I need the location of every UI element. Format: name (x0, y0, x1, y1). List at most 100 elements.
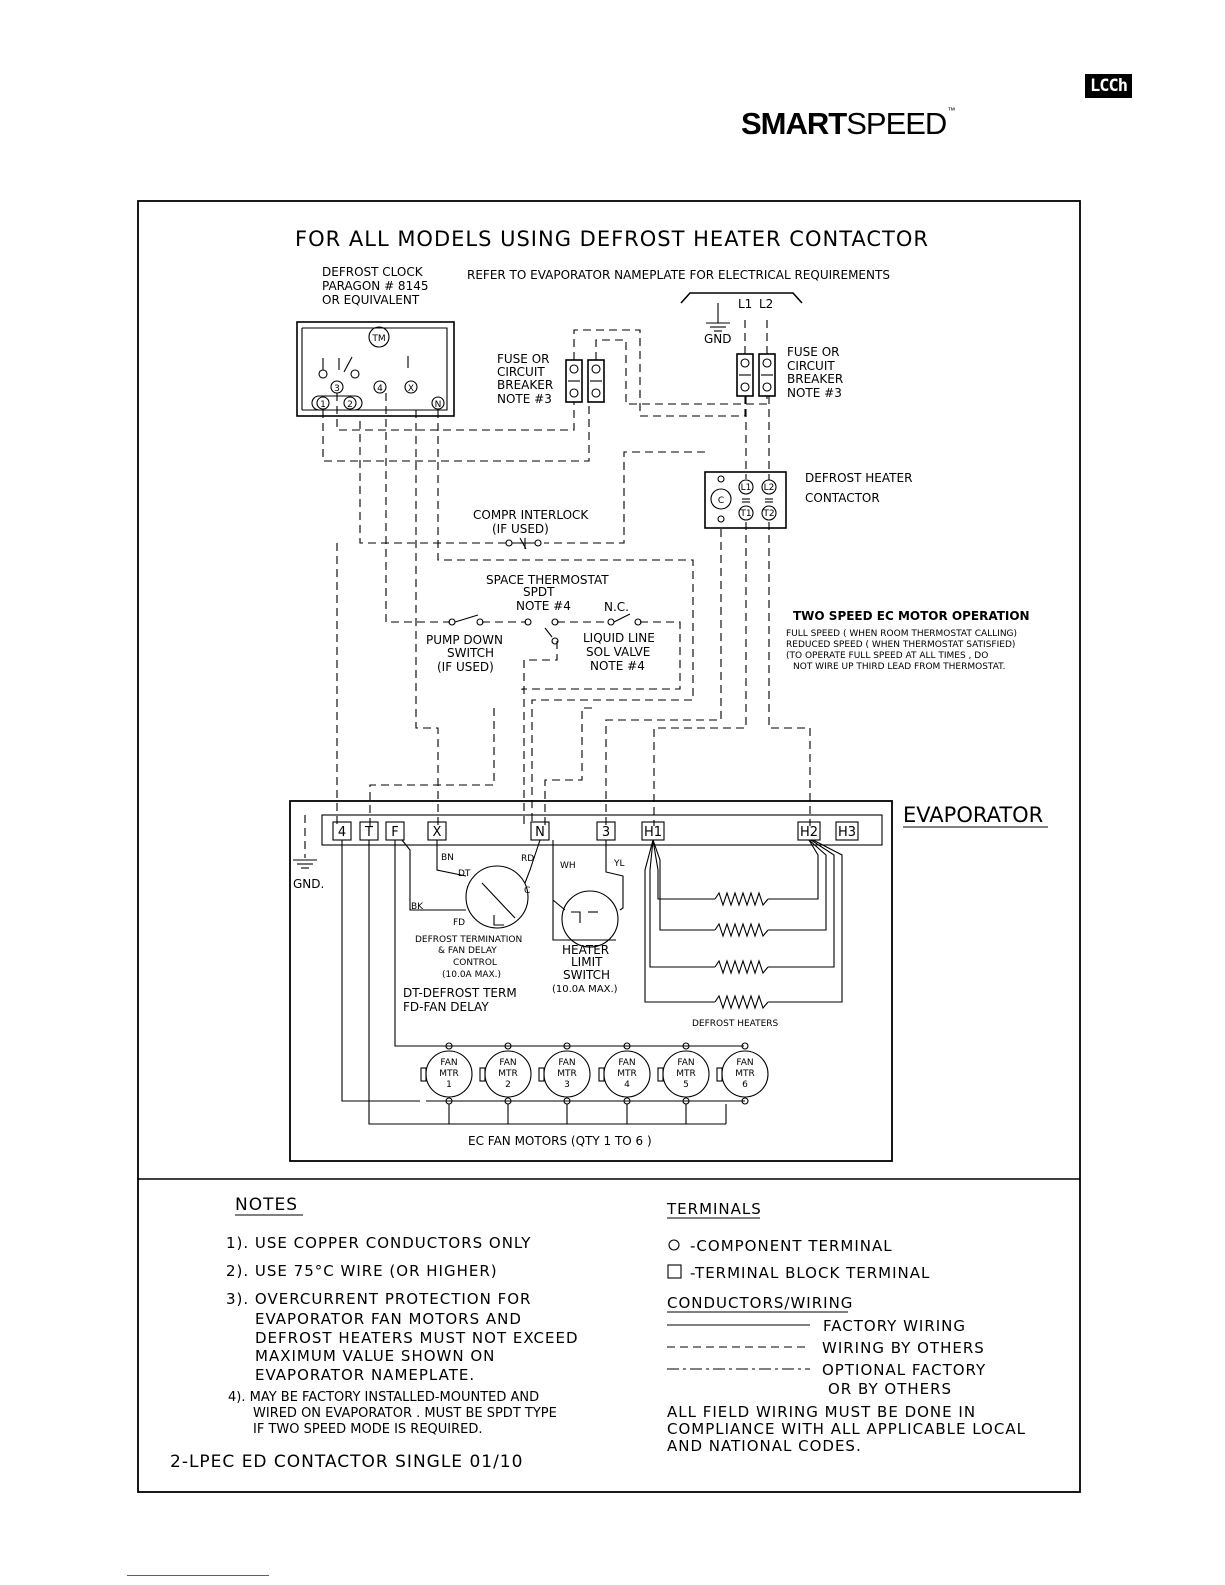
svg-text:TWO SPEED EC MOTOR OPERATION: TWO SPEED EC MOTOR OPERATION (793, 609, 1030, 623)
notes-section: NOTES 1). USE COPPER CONDUCTORS ONLY 2).… (170, 1195, 579, 1472)
fan-motors: FAN MTR 1 FAN MTR 2 FAN MTR 3 FAN MTR 4 (420, 1042, 769, 1148)
svg-text:1: 1 (320, 400, 326, 410)
svg-text:FACTORY WIRING: FACTORY WIRING (823, 1317, 966, 1335)
terminals-heading: TERMINALS (666, 1200, 762, 1218)
svg-text:REDUCED SPEED ( WHEN THERMOSTA: REDUCED SPEED ( WHEN THERMOSTAT SATISFIE… (786, 640, 1015, 650)
svg-text:WIRING BY OTHERS: WIRING BY OTHERS (822, 1339, 985, 1357)
defrost-clock: TM 3 4 X 1 2 N (296, 321, 455, 417)
ec-fan-motors-label: EC FAN MOTORS (QTY 1 TO 6 ) (468, 1134, 652, 1148)
note-1: 1). USE COPPER CONDUCTORS ONLY (226, 1234, 531, 1252)
svg-text:SPACE THERMOSTAT: SPACE THERMOSTAT (486, 573, 609, 587)
fuse-left (565, 359, 605, 403)
terminal-h1: H1 (644, 825, 662, 840)
liquid-line-valve: LIQUID LINE SOL VALVE NOTE #4 (583, 631, 655, 673)
svg-text:OR EQUIVALENT: OR EQUIVALENT (322, 293, 420, 307)
svg-text:CONTROL: CONTROL (453, 958, 497, 968)
evaporator-label: EVAPORATOR (903, 803, 1043, 827)
svg-text:2: 2 (505, 1080, 511, 1090)
svg-text:DEFROST TERMINATION: DEFROST TERMINATION (415, 935, 522, 945)
evaporator-box (289, 800, 893, 1162)
terminal-3: 3 (602, 825, 610, 840)
svg-text:3: 3 (334, 384, 340, 394)
defrost-heater-contactor: C L1 L2 T1 T2 (704, 471, 787, 529)
note-2: 2). USE 75°C WIRE (OR HIGHER) (226, 1262, 498, 1280)
clock-terminal-n (431, 396, 445, 410)
clock-terminal-x (404, 380, 418, 394)
svg-text:CIRCUIT: CIRCUIT (787, 359, 835, 373)
company-logo: LCCh (1085, 74, 1132, 98)
wiring-heading: CONDUCTORS/WIRING (667, 1294, 853, 1312)
svg-text:1: 1 (446, 1080, 452, 1090)
space-thermostat: SPACE THERMOSTAT SPDT NOTE #4 N.C. (486, 573, 642, 645)
svg-text:DEFROST CLOCK: DEFROST CLOCK (322, 265, 424, 279)
ground-symbol: GND. (293, 815, 324, 891)
two-speed-info: TWO SPEED EC MOTOR OPERATION FULL SPEED … (786, 609, 1030, 672)
refer-text: REFER TO EVAPORATOR NAMEPLATE FOR ELECTR… (467, 268, 890, 282)
terminal-h2: H2 (800, 825, 818, 840)
svg-text:FD: FD (453, 918, 465, 928)
terminal-block: 4 T F X N 3 H1 H2 H3 (332, 821, 859, 841)
svg-text:COMPLIANCE WITH ALL APPLICABLE: COMPLIANCE WITH ALL APPLICABLE LOCAL (667, 1420, 1026, 1438)
svg-text:DT: DT (458, 869, 471, 879)
svg-text:DEFROST HEATERS MUST NOT EXCEE: DEFROST HEATERS MUST NOT EXCEED (255, 1329, 579, 1347)
svg-text:FAN: FAN (558, 1058, 575, 1068)
diagram-title: FOR ALL MODELS USING DEFROST HEATER CONT… (295, 227, 929, 251)
footer-link-line (127, 1575, 269, 1576)
fuse-right (736, 353, 776, 397)
svg-text:5: 5 (683, 1080, 689, 1090)
notes-heading: NOTES (235, 1195, 298, 1215)
terminal-n: N (535, 825, 545, 840)
svg-text:2: 2 (347, 400, 353, 410)
svg-text:FULL SPEED ( WHEN ROOM THERMOS: FULL SPEED ( WHEN ROOM THERMOSTAT CALLIN… (786, 629, 1017, 639)
clock-terminal-2 (343, 396, 357, 410)
diagram-frame (137, 200, 1081, 1493)
svg-text:BK: BK (411, 902, 424, 912)
svg-text:PUMP DOWN: PUMP DOWN (426, 633, 503, 647)
svg-text:CONTACTOR: CONTACTOR (805, 491, 880, 505)
svg-text:GND: GND (704, 332, 732, 346)
svg-text:NOTE #4: NOTE #4 (516, 599, 571, 613)
svg-text:HEATER: HEATER (562, 943, 609, 957)
svg-text:NOTE #3: NOTE #3 (787, 386, 842, 400)
svg-text:AND NATIONAL CODES.: AND NATIONAL CODES. (667, 1437, 862, 1455)
brand-tm: ™ (947, 106, 955, 115)
terminal-t: T (364, 825, 373, 840)
terminal-strip (321, 814, 883, 846)
svg-text:RD: RD (521, 854, 534, 864)
svg-text:L2: L2 (759, 297, 773, 311)
svg-text:FAN: FAN (618, 1058, 635, 1068)
svg-text:GND.: GND. (293, 877, 324, 891)
svg-text:FAN: FAN (440, 1058, 457, 1068)
svg-text:(TO OPERATE FULL SPEED AT ALL: (TO OPERATE FULL SPEED AT ALL TIMES , DO (786, 651, 988, 661)
svg-text:6: 6 (742, 1080, 748, 1090)
svg-text:NOT WIRE UP THIRD LEAD FROM TH: NOT WIRE UP THIRD LEAD FROM THERMOSTAT. (793, 662, 1005, 672)
terminal-4: 4 (338, 825, 346, 840)
svg-text:(IF USED): (IF USED) (437, 660, 494, 674)
fan-motor-5: FAN MTR 5 (657, 1042, 710, 1105)
svg-text:DEFROST HEATER: DEFROST HEATER (805, 471, 912, 485)
svg-text:T2: T2 (762, 509, 774, 519)
svg-text:BREAKER: BREAKER (787, 372, 843, 386)
svg-text:X: X (408, 384, 414, 394)
svg-text:EVAPORATOR NAMEPLATE.: EVAPORATOR NAMEPLATE. (255, 1366, 475, 1384)
svg-text:PARAGON # 8145: PARAGON # 8145 (322, 279, 428, 293)
fuse-left-label: FUSE OR CIRCUIT BREAKER NOTE #3 (497, 352, 553, 406)
svg-text:3: 3 (564, 1080, 570, 1090)
svg-text:NOTE #4: NOTE #4 (590, 659, 645, 673)
defrost-heaters: DEFROST HEATERS (692, 891, 779, 1029)
fan-motor-1: FAN MTR 1 (420, 1042, 473, 1105)
svg-text:MAXIMUM VALUE SHOWN ON: MAXIMUM VALUE SHOWN ON (255, 1347, 495, 1365)
factory-wiring (341, 839, 843, 1125)
terminal-f: F (391, 825, 398, 840)
document-code: 2-LPEC ED CONTACTOR SINGLE 01/10 (170, 1452, 523, 1472)
svg-text:FAN: FAN (677, 1058, 694, 1068)
svg-text:COMPR INTERLOCK: COMPR INTERLOCK (473, 508, 589, 522)
svg-text:L1: L1 (741, 483, 752, 493)
svg-text:(10.0A MAX.): (10.0A MAX.) (552, 984, 618, 995)
svg-text:-TERMINAL BLOCK TERMINAL: -TERMINAL BLOCK TERMINAL (690, 1264, 930, 1282)
terminal-x: X (433, 825, 442, 840)
svg-text:C: C (524, 886, 530, 896)
svg-text:(IF USED): (IF USED) (492, 522, 549, 536)
svg-text:MTR: MTR (735, 1069, 755, 1079)
svg-text:MTR: MTR (498, 1069, 518, 1079)
